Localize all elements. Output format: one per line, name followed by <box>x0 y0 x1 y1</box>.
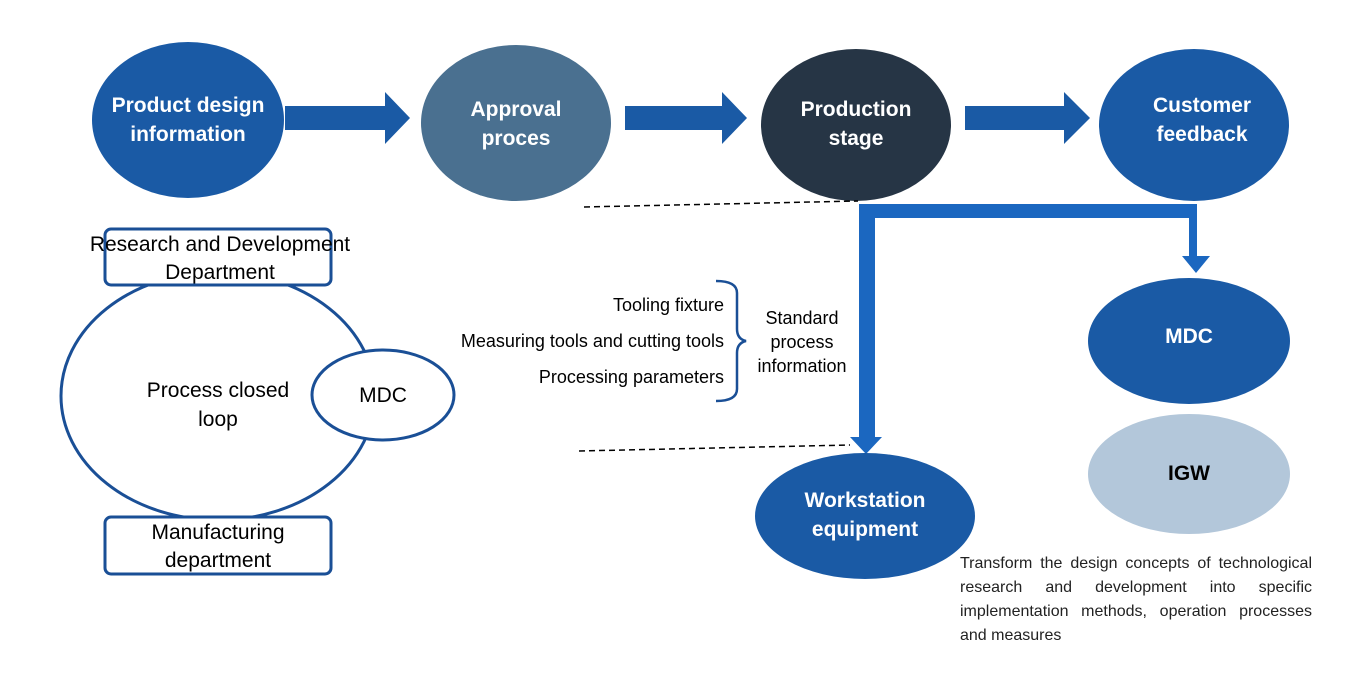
product-design-label: Product design information <box>111 94 265 146</box>
mdc-right-circle <box>1088 278 1290 404</box>
arrow-production-to-customer <box>965 92 1090 144</box>
workstation-label: Workstation equipment <box>804 489 926 541</box>
manufacturing-department-label: Manufacturing department <box>151 521 285 572</box>
production-circle <box>761 49 951 201</box>
igw-circle <box>1088 414 1290 534</box>
customer-feedback-circle <box>1099 49 1289 201</box>
process-item-measuring: Measuring tools and cutting tools <box>460 331 724 351</box>
curly-brace <box>715 279 747 403</box>
approval-circle <box>421 45 611 201</box>
mdc-loop-ellipse <box>310 348 456 442</box>
approval-label: Approval proces <box>470 98 562 150</box>
standard-process-info-label: Standard process information <box>757 308 847 376</box>
rd-department-box <box>103 227 333 287</box>
arrow-approval-to-production <box>625 92 747 144</box>
rd-department-label: Research and Development Department <box>89 233 351 284</box>
description-text: Transform the design concepts of technol… <box>960 555 1312 644</box>
igw-label: IGW <box>1168 462 1210 485</box>
workstation-circle <box>755 453 975 579</box>
customer-feedback-label: Customer feedback <box>1152 94 1252 146</box>
mdc-right-label: MDC <box>1165 325 1213 348</box>
dashed-line-bottom <box>578 444 851 452</box>
production-label: Production stage <box>800 98 912 150</box>
mdc-loop-label: MDC <box>359 384 407 407</box>
process-item-parameters: Processing parameters <box>538 367 724 387</box>
product-design-circle <box>92 42 284 198</box>
arrow-design-to-approval <box>285 92 410 144</box>
process-item-tooling: Tooling fixture <box>612 295 724 315</box>
dashed-line-top <box>583 200 859 208</box>
process-loop-label: Process closed loop <box>146 379 290 431</box>
manufacturing-department-box <box>103 515 333 576</box>
